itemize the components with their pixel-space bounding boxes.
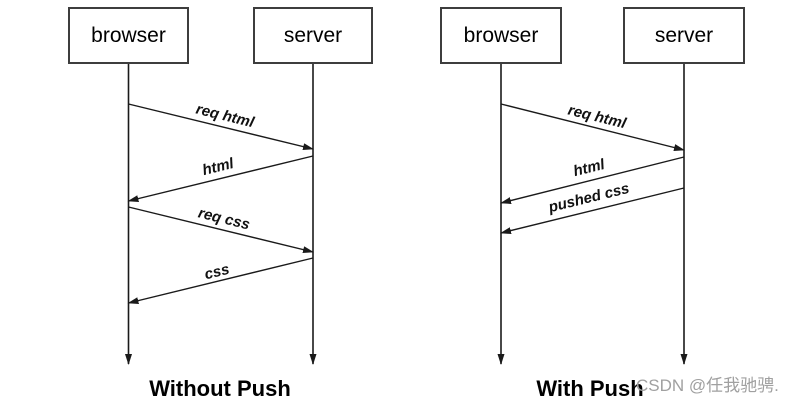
- watermark: CSDN @任我驰骋.: [636, 376, 779, 395]
- left-arrow-req-css: [128, 206, 314, 254]
- caption-with-push: With Push: [536, 376, 644, 401]
- left-actor-label-browser: browser: [91, 23, 166, 47]
- left-actor-label-server: server: [283, 23, 343, 47]
- right-actor-box-server: server: [623, 7, 745, 64]
- right-arrow-pushed-css: [500, 187, 685, 235]
- left-arrow-css: [127, 257, 314, 305]
- right-arrow-html: [500, 156, 685, 204]
- right-actor-label-browser: browser: [463, 23, 539, 47]
- caption-without-push: Without Push: [149, 376, 291, 401]
- left-actor-box-browser: browser: [68, 7, 189, 64]
- right-actor-label-server: server: [654, 23, 714, 47]
- left-actor-box-server: server: [253, 7, 373, 64]
- left-arrow-req-html: [128, 103, 314, 151]
- left-arrow-html: [127, 155, 314, 203]
- right-arrow-req-html: [500, 103, 685, 151]
- right-actor-box-browser: browser: [440, 7, 562, 64]
